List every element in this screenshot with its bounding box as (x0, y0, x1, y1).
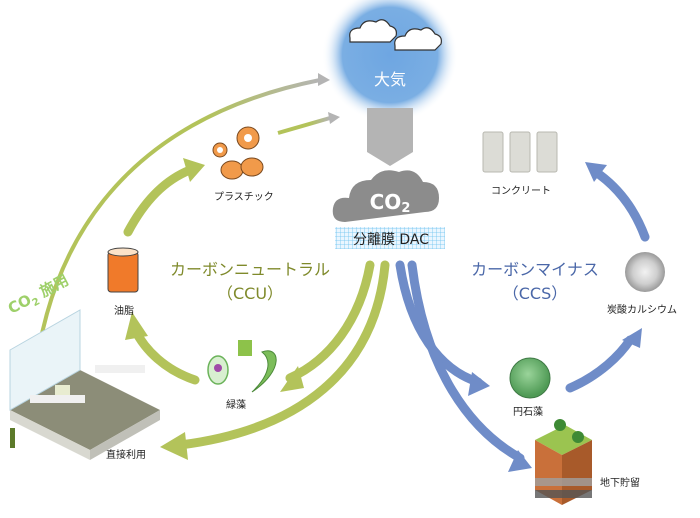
person-icon (10, 428, 15, 448)
arrowhead (622, 328, 642, 348)
ccu-abbr: （CCU） (216, 284, 284, 303)
atmosphere-circle (322, 0, 458, 123)
capture-down-arrow (367, 108, 413, 166)
plastic-label: プラスチック (214, 192, 274, 203)
algae-label: 緑藻 (226, 400, 246, 411)
co2-cloud-icon (332, 170, 439, 222)
greenhouse-icon (9, 309, 160, 460)
co2-label: CO2 (355, 190, 425, 216)
arrowhead (508, 450, 532, 472)
underground-storage-icon (535, 419, 592, 505)
coccolith-label: 円石藻 (513, 407, 543, 418)
algae-icon (207, 340, 277, 393)
calcium-carbonate-label: 炭酸カルシウム (607, 305, 677, 316)
ccs-title: カーボンマイナス (471, 260, 599, 279)
arrowhead (125, 312, 148, 340)
co2-subscript: 2 (401, 201, 411, 216)
dac-membrane (335, 227, 445, 249)
calcium-carbonate-icon (625, 252, 665, 292)
underground-label: 地下貯留 (600, 478, 640, 489)
concrete-icon (482, 131, 558, 173)
oil-to-plastic-arrow (123, 165, 195, 237)
calcium-to-concrete-arrow (595, 170, 650, 242)
plastic-return-arrow (277, 116, 331, 135)
return-arrow-head (318, 73, 330, 86)
dac-to-algae-arrow (285, 260, 375, 383)
ccs-abbr: （CCS） (502, 284, 568, 303)
ccu-title: カーボンニュートラル (169, 260, 330, 279)
arrowhead (183, 158, 205, 182)
arrowhead (468, 372, 490, 396)
arrowhead (160, 432, 188, 460)
dac-to-direct-arrow (175, 260, 390, 450)
dac-label: 分離膜 DAC (352, 232, 430, 248)
coccolith-icon (509, 357, 551, 399)
oil-label: 油脂 (114, 306, 134, 317)
coccolith-to-calcium-arrow (565, 335, 635, 393)
oil-beaker-icon (107, 247, 139, 293)
plastic-icon (212, 126, 264, 180)
co2-text: CO (369, 190, 402, 214)
atmosphere-label: 大気 (373, 70, 406, 89)
arrowhead (585, 162, 607, 182)
arrowhead (280, 366, 304, 392)
direct-use-label: 直接利用 (106, 450, 146, 461)
dac-to-underground-arrow (407, 260, 525, 463)
clouds-icon (349, 19, 442, 51)
plastic-return-arrow-head (328, 112, 340, 124)
concrete-label: コンクリート (491, 186, 551, 197)
